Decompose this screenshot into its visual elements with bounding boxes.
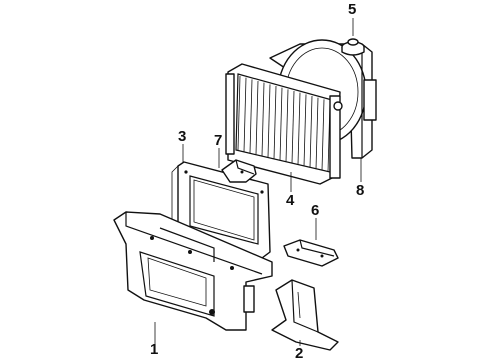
radiator-fin: [237, 75, 241, 151]
radiator-fin: [279, 87, 283, 161]
upper-bracket: [221, 159, 257, 183]
radiator: [225, 63, 343, 185]
callouts: 5 3 7 4 8 6 1 2: [150, 1, 364, 360]
radiator-fin: [291, 90, 295, 164]
radiator-fin: [261, 82, 265, 156]
callout-2: 2: [295, 345, 303, 360]
callout-1: 1: [150, 341, 158, 358]
radiator-fin: [267, 84, 271, 158]
air-deflector: [271, 279, 339, 351]
radiator-fin: [255, 80, 259, 155]
radiator-fin: [285, 89, 289, 162]
callout-7: 7: [214, 132, 222, 149]
callout-6: 6: [311, 202, 319, 219]
radiator-fin: [309, 95, 313, 168]
lower-bracket: [283, 239, 339, 267]
radiator-fin: [315, 97, 319, 170]
radiator-fin: [273, 85, 277, 159]
callout-3: 3: [178, 128, 186, 145]
front-panel: [113, 211, 273, 331]
radiator-fin: [297, 92, 301, 165]
callout-5: 5: [348, 1, 356, 18]
radiator-cap: [341, 38, 365, 56]
radiator-fin: [303, 94, 307, 167]
leader-lines: [154, 18, 362, 346]
callout-4: 4: [286, 192, 295, 209]
callout-8: 8: [356, 182, 364, 199]
radiator-fin: [321, 99, 325, 171]
radiator-fin: [243, 77, 247, 152]
radiator-fin: [249, 79, 253, 153]
